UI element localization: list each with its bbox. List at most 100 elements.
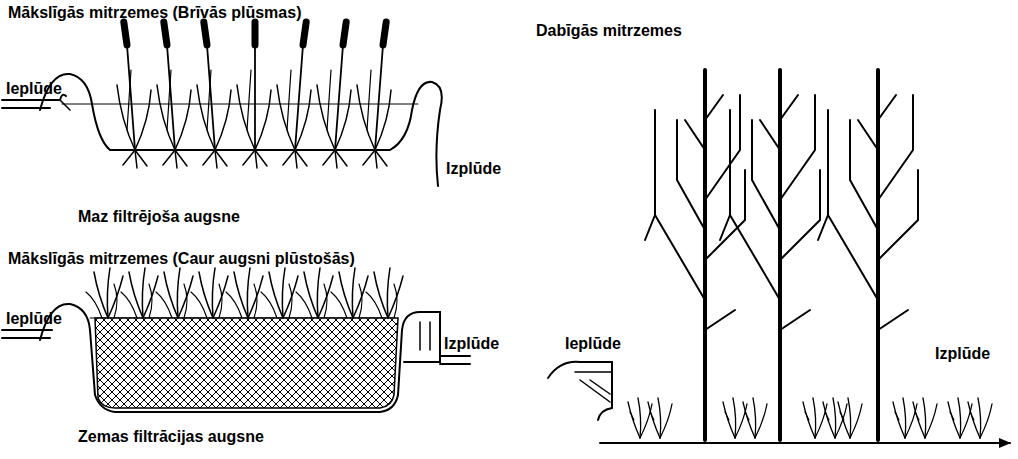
plant-stroke bbox=[818, 215, 828, 240]
plant-stroke bbox=[780, 310, 810, 330]
plant-stroke bbox=[803, 402, 815, 438]
plant-stroke bbox=[743, 402, 755, 438]
plant-stroke bbox=[848, 398, 851, 438]
plant-stroke bbox=[755, 404, 767, 438]
plant-stroke bbox=[878, 170, 918, 260]
plant-stroke bbox=[850, 120, 878, 230]
plant-stroke bbox=[124, 22, 127, 45]
plant-stroke bbox=[127, 70, 131, 130]
plant-stroke bbox=[357, 85, 375, 150]
plant-stroke bbox=[226, 292, 242, 318]
plant-stroke bbox=[858, 120, 878, 150]
plant-stroke bbox=[660, 404, 672, 438]
plant-stroke bbox=[878, 310, 908, 330]
plant-stroke bbox=[295, 150, 297, 168]
plant-stroke bbox=[780, 95, 815, 200]
plant-stroke bbox=[648, 402, 660, 438]
panel-heading: Dabīgās mitrzemes bbox=[536, 22, 682, 40]
plant-stroke bbox=[287, 70, 291, 130]
plant-stroke bbox=[164, 22, 167, 45]
plant-stroke bbox=[252, 22, 259, 45]
plant-stroke bbox=[317, 268, 320, 318]
plant-stroke bbox=[135, 90, 151, 150]
plant-stroke bbox=[925, 404, 937, 438]
plant-stroke bbox=[254, 284, 257, 318]
plant-stroke bbox=[828, 110, 878, 300]
plant-stroke bbox=[335, 150, 337, 168]
plant-stroke bbox=[628, 402, 640, 438]
plant-stroke bbox=[903, 398, 906, 438]
plant-stroke bbox=[295, 90, 311, 150]
plant-stroke bbox=[255, 90, 271, 150]
plant-stroke bbox=[277, 85, 295, 150]
plant-stroke bbox=[219, 284, 222, 318]
plant-stroke bbox=[318, 276, 333, 318]
plant-stroke bbox=[269, 272, 283, 318]
plant-stroke bbox=[705, 95, 723, 120]
plant-stroke bbox=[212, 268, 215, 318]
plant-stroke bbox=[850, 404, 862, 438]
plant-stroke bbox=[142, 268, 145, 318]
plant-stroke bbox=[213, 276, 228, 318]
plant-stroke bbox=[685, 120, 705, 150]
plant-stroke bbox=[833, 398, 836, 438]
plant-stroke bbox=[725, 412, 729, 420]
plant-stroke bbox=[950, 412, 954, 420]
plant-stroke bbox=[296, 292, 312, 318]
plant-stroke bbox=[366, 292, 382, 318]
plant-stroke bbox=[157, 85, 175, 150]
plant-stroke bbox=[304, 272, 318, 318]
plant-stroke bbox=[835, 404, 847, 438]
plant-stroke bbox=[197, 85, 215, 150]
plant-stroke bbox=[282, 268, 285, 318]
plant-stroke bbox=[650, 412, 654, 420]
plant-stroke bbox=[247, 70, 251, 130]
plant-stroke bbox=[199, 272, 213, 318]
plant-stroke bbox=[813, 398, 816, 438]
outlet-label: Izplūde bbox=[444, 335, 499, 353]
plant-stroke bbox=[86, 292, 102, 318]
plant-stroke bbox=[215, 150, 217, 168]
plant-stroke bbox=[234, 272, 248, 318]
plant-stroke bbox=[121, 292, 137, 318]
plant-stroke bbox=[825, 412, 829, 420]
plant-stroke bbox=[164, 272, 178, 318]
plant-stroke bbox=[805, 412, 809, 420]
plant-stroke bbox=[948, 402, 960, 438]
plant-stroke bbox=[878, 95, 896, 120]
plant-stroke bbox=[178, 276, 193, 318]
plant-stroke bbox=[753, 398, 756, 438]
plant-stroke bbox=[143, 276, 158, 318]
plant-stroke bbox=[968, 402, 980, 438]
soil-label: Zemas filtrācijas augsne bbox=[78, 428, 264, 446]
plant-stroke bbox=[387, 268, 390, 318]
plant-stroke bbox=[752, 120, 780, 230]
plant-stroke bbox=[335, 90, 351, 150]
plant-stroke bbox=[923, 398, 926, 438]
plant-stroke bbox=[733, 398, 736, 438]
inlet-label: Ieplūde bbox=[565, 335, 621, 353]
plant-stroke bbox=[343, 22, 346, 45]
plant-stroke bbox=[339, 272, 353, 318]
plant-stroke bbox=[394, 284, 397, 318]
plant-stroke bbox=[840, 412, 844, 420]
outlet-label: Izplūde bbox=[446, 160, 501, 178]
plant-stroke bbox=[915, 412, 919, 420]
plant-stroke bbox=[745, 412, 749, 420]
plant-stroke bbox=[655, 110, 705, 300]
plant-stroke bbox=[958, 398, 961, 438]
plant-stroke bbox=[283, 276, 298, 318]
plant-stroke bbox=[248, 276, 263, 318]
plant-stroke bbox=[327, 70, 331, 130]
plant-stroke bbox=[375, 90, 391, 150]
plant-stroke bbox=[658, 398, 661, 438]
plant-stroke bbox=[303, 22, 306, 45]
plant-stroke bbox=[705, 170, 745, 260]
plant-stroke bbox=[129, 272, 143, 318]
plant-stroke bbox=[978, 398, 981, 438]
plant-stroke bbox=[247, 268, 250, 318]
plant-stroke bbox=[289, 284, 292, 318]
plant-stroke bbox=[375, 150, 377, 168]
plant-stroke bbox=[778, 70, 782, 440]
plant-stroke bbox=[876, 70, 880, 440]
